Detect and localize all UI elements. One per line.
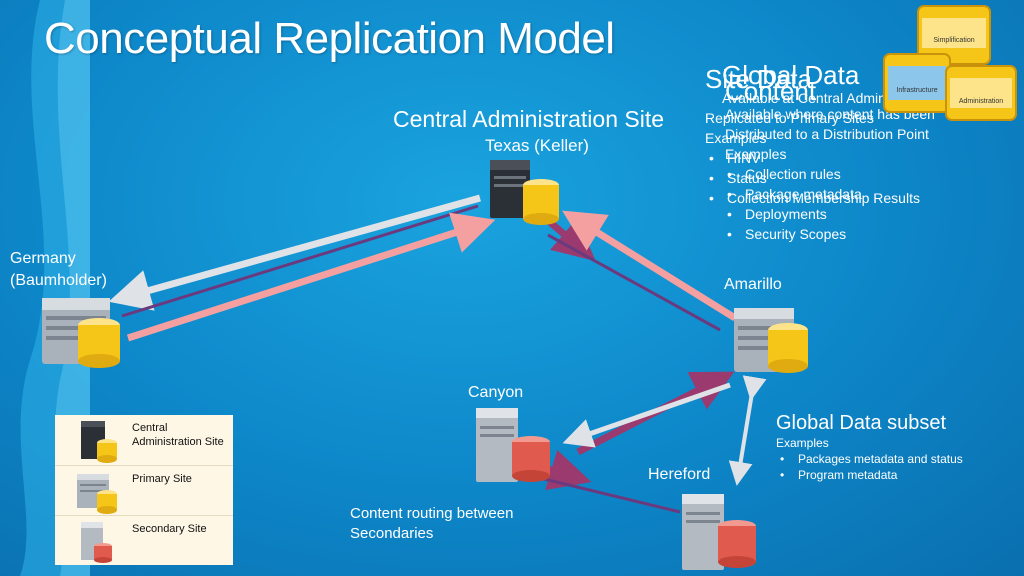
cas-location: Texas (Keller)	[485, 136, 589, 155]
content-routing-note: Content routing between Secondaries	[350, 505, 514, 542]
global-data-heading: Global Data	[722, 60, 860, 90]
arrow-germany-to-cas-purple	[121, 204, 479, 318]
legend-row-primary: Primary Site	[55, 465, 233, 516]
primary-legend-icon	[77, 474, 117, 514]
hereford-server-icon	[682, 494, 756, 570]
legend-row-secondary: Secondary Site	[55, 515, 233, 566]
infrastructure-block-label: Infrastructure	[896, 87, 938, 94]
list-item: HINV	[705, 148, 935, 168]
arrow-cas-to-germany	[108, 194, 481, 311]
page-title: Conceptual Replication Model	[44, 14, 615, 63]
cas-label: Central Administration Site	[393, 106, 665, 132]
canyon-server-icon	[476, 408, 550, 482]
administration-block	[945, 65, 1017, 121]
legend-row-cas: Central Administration Site	[55, 415, 233, 465]
canyon-label: Canyon	[468, 384, 524, 401]
site-data-heading: Site Data	[705, 64, 812, 94]
germany-server-icon	[42, 298, 120, 368]
arrow-amarillo-hereford	[728, 375, 767, 486]
germany-label: Germany (Baumholder)	[10, 250, 107, 289]
simplification-block-label: Simplification	[933, 37, 975, 44]
simplification-block	[917, 5, 991, 65]
cas-legend-icon	[81, 421, 117, 463]
list-item: Package metadata	[723, 184, 935, 204]
list-item: Packages metadata and status	[776, 451, 963, 467]
list-item: Security Scopes	[723, 224, 935, 244]
list-item: Collection rules	[723, 164, 935, 184]
arrow-amarillo-to-canyon	[562, 382, 731, 448]
legend: Central Administration Site Primary Site…	[55, 415, 233, 565]
secondary-legend-icon	[81, 522, 112, 563]
arrow-amarillo-to-cas	[562, 210, 737, 321]
list-item: Program metadata	[776, 467, 963, 483]
site-data-overlay: Site Data Content Available where conten…	[705, 66, 935, 244]
list-item: Deployments	[723, 204, 935, 224]
cas-server-icon	[490, 160, 559, 225]
amarillo-server-icon	[734, 308, 808, 373]
hereford-label: Hereford	[648, 466, 711, 483]
infrastructure-block	[883, 53, 951, 113]
amarillo-label: Amarillo	[724, 276, 782, 293]
arrow-cas-amarillo-thin	[547, 233, 721, 332]
arrow-germany-to-cas	[126, 212, 496, 342]
global-data-subset: Global Data subset Examples Packages met…	[776, 412, 963, 483]
arrow-canyon-hereford-thin	[539, 476, 681, 514]
site-data-examples: Collection rules Package metadata Deploy…	[723, 164, 935, 244]
administration-block-label: Administration	[958, 98, 1004, 105]
